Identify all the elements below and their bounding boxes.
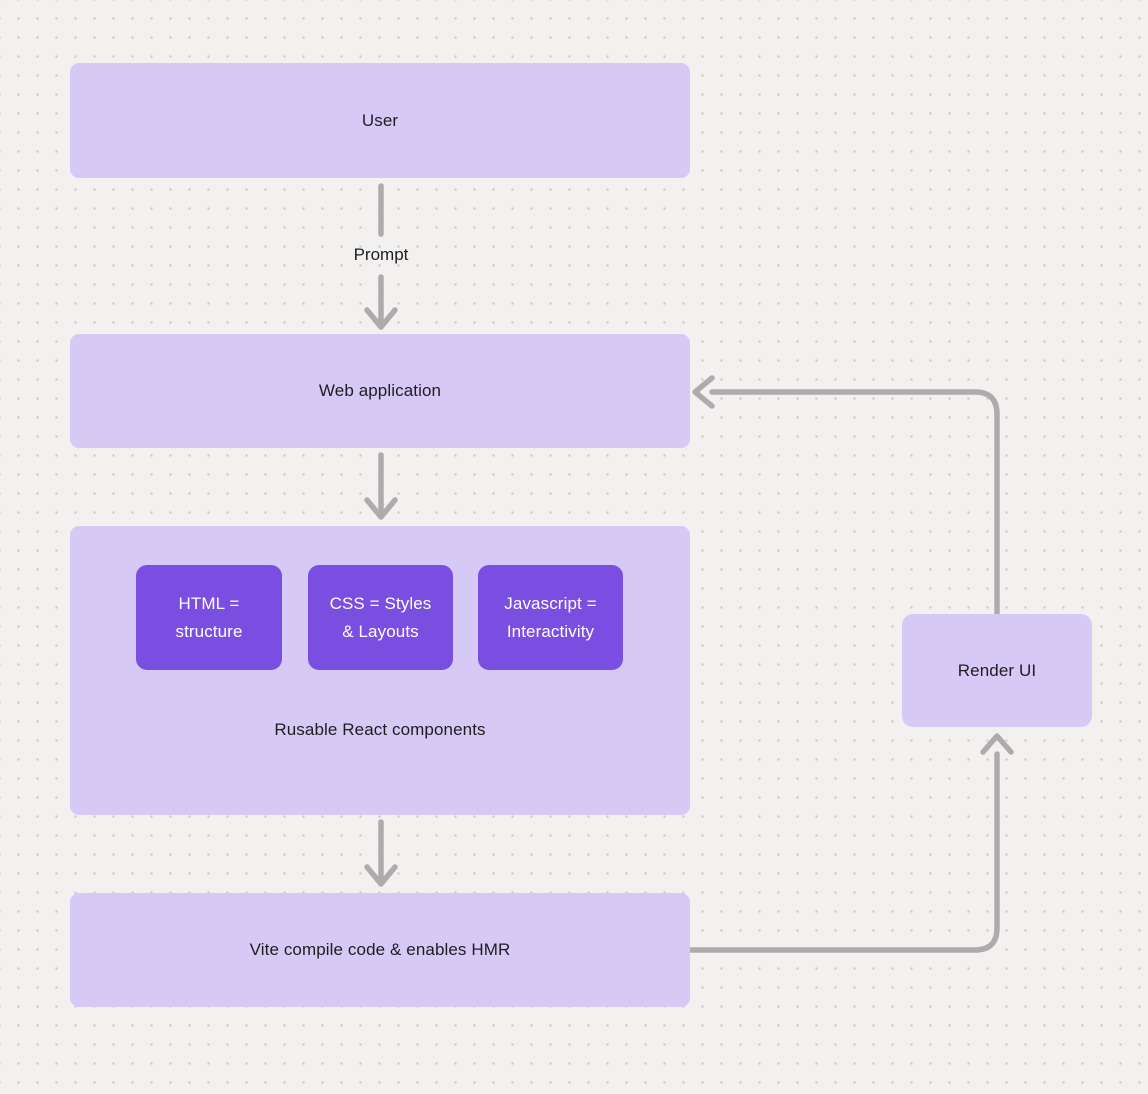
- chip-css-line2: & Layouts: [342, 621, 419, 641]
- arrowhead-up-render: [980, 733, 1014, 755]
- edge-vite-to-render: [688, 751, 1000, 953]
- edge-label-prompt: Prompt: [353, 245, 409, 264]
- arrowhead-down-webapp: [364, 307, 398, 330]
- node-render-ui[interactable]: Render UI: [902, 614, 1092, 727]
- node-vite-label: Vite compile code & enables HMR: [249, 940, 511, 959]
- node-vite[interactable]: Vite compile code & enables HMR: [70, 893, 690, 1007]
- arrowhead-down-vite: [364, 864, 398, 887]
- node-user-label: User: [361, 110, 399, 130]
- chip-html-structure[interactable]: HTML = structure: [136, 565, 282, 670]
- chip-html-line2: structure: [175, 621, 243, 641]
- node-web-application[interactable]: Web application: [70, 334, 690, 448]
- chip-html-line1: HTML =: [178, 593, 240, 613]
- chip-css-styles[interactable]: CSS = Styles & Layouts: [308, 565, 453, 670]
- arrowhead-down-group: [364, 497, 398, 520]
- edge-render-to-webapp: [709, 389, 1000, 617]
- node-user[interactable]: User: [70, 63, 690, 178]
- chip-js-line2: Interactivity: [506, 621, 595, 641]
- chip-css-line1: CSS = Styles: [329, 593, 432, 613]
- node-web-application-label: Web application: [318, 381, 442, 400]
- arrowhead-left-webapp: [692, 375, 715, 409]
- components-group-caption: Rusable React components: [274, 720, 486, 739]
- chip-javascript-interactivity[interactable]: Javascript = Interactivity: [478, 565, 623, 670]
- node-render-ui-label: Render UI: [957, 660, 1037, 680]
- chip-js-line1: Javascript =: [504, 593, 597, 613]
- node-components-group[interactable]: HTML = structure CSS = Styles & Layouts …: [70, 526, 690, 815]
